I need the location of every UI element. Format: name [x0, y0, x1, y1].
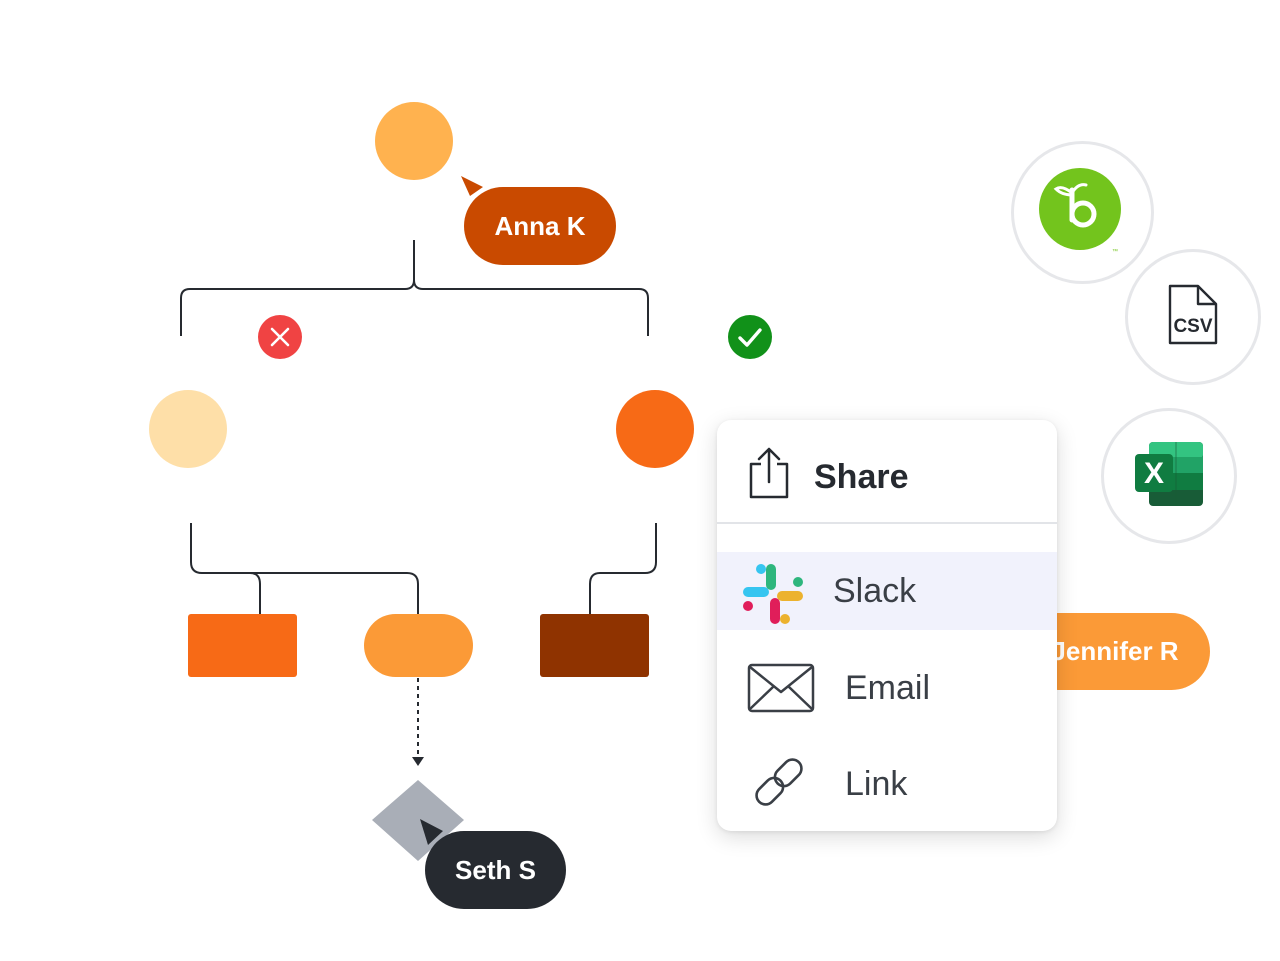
- connector-left-bracket: [190, 523, 419, 614]
- connector-root-bracket: [180, 240, 649, 336]
- connector-right-bracket: [589, 523, 657, 614]
- bamboohr-icon: ™: [1038, 165, 1128, 260]
- export-csv[interactable]: CSV: [1125, 249, 1261, 385]
- collaborator-label-anna: Anna K: [464, 187, 616, 265]
- cursor-seth-icon: [420, 819, 443, 845]
- cursor-anna-icon: [461, 176, 483, 196]
- share-item-label: Email: [845, 669, 931, 707]
- svg-text:X: X: [1144, 457, 1164, 490]
- collaborator-label-seth: Seth S: [425, 831, 566, 909]
- share-item-link[interactable]: Link: [717, 746, 1057, 824]
- slack-icon: [743, 564, 803, 629]
- node-diamond[interactable]: [372, 780, 464, 861]
- share-item-slack[interactable]: Slack: [717, 552, 1057, 630]
- excel-icon: X: [1133, 440, 1205, 513]
- svg-text:CSV: CSV: [1173, 316, 1212, 337]
- node-right-child[interactable]: [616, 390, 694, 468]
- share-item-email[interactable]: Email: [717, 650, 1057, 728]
- share-title: Share: [814, 458, 909, 496]
- share-header: Share: [717, 420, 1057, 524]
- share-item-label: Link: [845, 765, 908, 803]
- csv-file-icon: CSV: [1165, 284, 1221, 351]
- export-bamboohr[interactable]: ™: [1011, 141, 1154, 284]
- node-pill-middle[interactable]: [364, 614, 473, 677]
- export-excel[interactable]: X: [1101, 408, 1237, 544]
- share-item-label: Slack: [833, 572, 917, 610]
- node-root[interactable]: [375, 102, 453, 180]
- link-icon: [747, 750, 811, 819]
- svg-text:™: ™: [1112, 248, 1118, 255]
- reject-icon: [258, 315, 302, 359]
- node-rect-right[interactable]: [540, 614, 649, 677]
- node-left-child[interactable]: [149, 390, 227, 468]
- connector-arrowhead: [412, 757, 424, 766]
- share-panel: Share Slack Email: [717, 420, 1057, 831]
- envelope-icon: [747, 663, 815, 718]
- approve-icon: [728, 315, 772, 359]
- node-rect-left[interactable]: [188, 614, 297, 677]
- share-icon[interactable]: [747, 446, 791, 505]
